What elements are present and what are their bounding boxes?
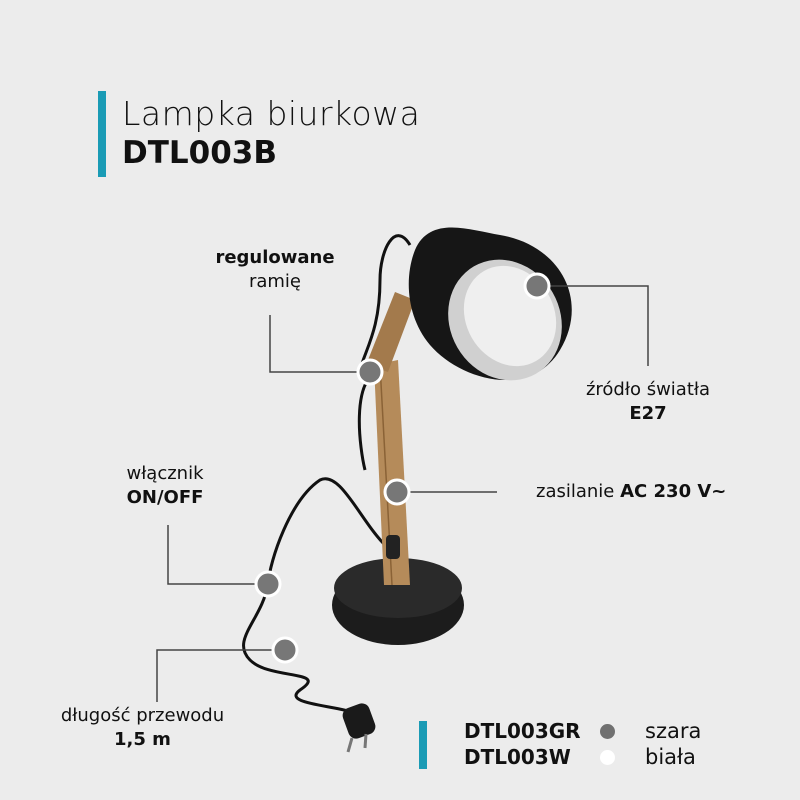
- switch-label-bold: ON/OFF: [126, 487, 204, 508]
- switch-on-base: [386, 535, 400, 559]
- callout-arm: regulowane ramię: [190, 246, 360, 294]
- arm-label: ramię: [248, 271, 302, 292]
- plug: [342, 703, 376, 739]
- variant-color: szara: [645, 719, 702, 743]
- variant-color: biała: [645, 745, 696, 769]
- variant-code: DTL003GR: [464, 719, 581, 743]
- callout-dot-switch: [254, 570, 282, 598]
- source-label: źródło światła: [585, 379, 711, 400]
- cable-label-bold: 1,5 m: [114, 729, 171, 750]
- product-title: Lampka biurkowa: [122, 94, 421, 133]
- power-cable: [242, 477, 387, 717]
- power-label-bold: AC 230 V~: [620, 481, 727, 502]
- callout-dot-power: [383, 478, 411, 506]
- arm-label-bold: regulowane: [215, 247, 335, 268]
- variant-row: DTL003W biała: [464, 744, 701, 770]
- callout-power: zasilanie AC 230 V~: [536, 480, 726, 504]
- callout-switch: włącznik ON/OFF: [90, 462, 240, 510]
- variant-code: DTL003W: [464, 745, 571, 769]
- title-accent-bar: [98, 91, 106, 177]
- variants-list: DTL003GR szara DTL003W biała: [464, 718, 701, 770]
- color-swatch-white: [600, 749, 615, 765]
- callout-source: źródło światła E27: [548, 378, 748, 426]
- cable-label: długość przewodu: [60, 705, 225, 726]
- upper-arm: [366, 292, 415, 372]
- callout-dot-arm: [356, 358, 384, 386]
- source-label-bold: E27: [629, 403, 667, 424]
- variants-accent-bar: [419, 721, 427, 769]
- callout-dot-source: [523, 272, 551, 300]
- color-swatch-gray: [600, 723, 615, 739]
- callout-dot-cable: [271, 636, 299, 664]
- product-model: DTL003B: [122, 135, 277, 171]
- power-label: zasilanie: [536, 481, 615, 502]
- callout-cable: długość przewodu 1,5 m: [30, 704, 255, 752]
- callout-lines: [156, 285, 649, 702]
- switch-label: włącznik: [126, 463, 204, 484]
- variant-row: DTL003GR szara: [464, 718, 701, 744]
